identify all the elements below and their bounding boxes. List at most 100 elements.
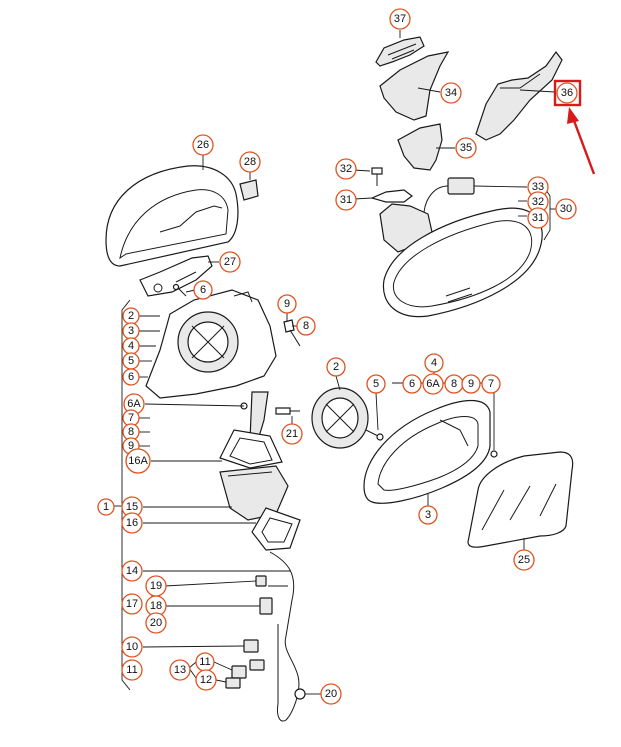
callout-8-upper: 8 [296,316,316,336]
svg-text:31: 31 [340,194,352,206]
callout-30: 30 [555,198,577,220]
svg-text:16: 16 [126,517,138,529]
svg-text:20: 20 [325,688,337,700]
svg-text:18: 18 [150,600,162,612]
svg-text:4: 4 [431,357,437,369]
callout-35: 35 [455,137,477,159]
svg-text:17: 17 [126,598,138,610]
svg-text:9: 9 [128,440,134,452]
callout-27: 27 [219,251,241,273]
svg-text:1: 1 [103,501,109,513]
part-25-mirror-glass [467,451,574,548]
callout-5-left: 5 [122,352,140,370]
callout-6-left: 6 [122,368,140,386]
svg-text:8: 8 [128,426,134,438]
part-36-mirror-cover [475,50,563,141]
callout-6A-right: 6A [422,373,444,395]
svg-text:2: 2 [333,361,339,373]
callout-1: 1 [97,498,115,516]
svg-text:6A: 6A [127,398,141,410]
part-9-8-fastener [283,319,301,347]
part-6-screw [172,283,187,297]
part-mirror-base [145,289,277,399]
callout-10: 10 [121,636,143,658]
part-2-adjuster-motor [311,387,384,449]
callout-6-right: 6 [402,374,422,394]
callout-12: 12 [195,669,217,691]
callout-36: 36 [556,82,578,104]
part-wiring-harness [225,551,306,722]
callout-31-lower: 31 [527,207,549,229]
callout-20-bottom: 20 [320,683,342,705]
svg-text:3: 3 [425,509,431,521]
svg-text:15: 15 [126,501,138,513]
svg-text:30: 30 [560,203,572,215]
svg-text:6: 6 [200,284,206,296]
svg-text:20: 20 [150,617,162,629]
part-27-bracket [139,255,213,297]
svg-text:35: 35 [460,142,472,154]
callout-5-right: 5 [366,374,386,394]
callout-6A-left: 6A [123,393,145,415]
callout-13: 13 [169,659,191,681]
callout-31-upper: 31 [335,189,357,211]
part-35-housing-bracket [397,123,443,171]
callout-2-center: 2 [326,357,346,377]
part-16-seal [251,507,301,551]
svg-text:11: 11 [199,656,210,668]
callout-11-left: 11 [121,659,143,681]
highlight-box [553,79,582,107]
svg-text:11: 11 [126,664,137,676]
callout-14: 14 [121,560,143,582]
callout-20-left: 20 [145,612,167,634]
svg-text:7: 7 [488,378,494,390]
highlight-marker [553,79,596,175]
part-28-clip [239,179,259,201]
svg-text:32: 32 [532,196,544,208]
svg-text:31: 31 [532,212,544,224]
callout-4-left: 4 [122,337,140,355]
svg-text:9: 9 [468,378,474,390]
part-32-screw [371,167,383,186]
part-26-housing-cap [105,165,239,267]
svg-text:27: 27 [224,256,236,268]
callout-8-right: 8 [444,374,464,394]
svg-text:37: 37 [394,13,406,25]
callout-6-upper: 6 [193,280,213,300]
callout-17: 17 [121,593,143,615]
highlight-arrowhead [567,107,579,124]
callout-28: 28 [239,151,261,173]
part-mirror-glass-assembly [379,203,543,318]
svg-text:3: 3 [128,325,134,337]
svg-text:16A: 16A [128,455,148,467]
svg-text:2: 2 [128,310,134,322]
callout-16: 16 [121,512,143,534]
svg-text:7: 7 [128,412,134,424]
svg-text:8: 8 [303,320,309,332]
svg-text:28: 28 [244,156,256,168]
callout-9-upper: 9 [277,294,297,314]
svg-text:21: 21 [286,428,298,440]
leader-lines [114,30,556,695]
svg-text:6A: 6A [426,378,440,390]
svg-text:34: 34 [445,87,457,99]
part-37-turn-signal [375,36,425,67]
callout-16A: 16A [125,448,151,474]
callout-4-right: 4 [424,353,444,373]
part-3-mirror-frame [363,400,498,504]
callout-3-left: 3 [122,322,140,340]
callout-11-right: 11 [195,652,215,672]
svg-text:5: 5 [128,355,134,367]
part-21-bolt [275,407,300,415]
callout-3-right: 3 [418,505,438,525]
svg-text:19: 19 [150,580,162,592]
callout-21: 21 [281,423,303,445]
callout-26: 26 [192,134,214,156]
svg-text:12: 12 [200,674,212,686]
part-33-connector [423,177,475,213]
callout-34: 34 [440,82,462,104]
callout-32-lower: 32 [527,191,549,213]
svg-text:14: 14 [126,565,138,577]
svg-text:32: 32 [340,163,352,175]
